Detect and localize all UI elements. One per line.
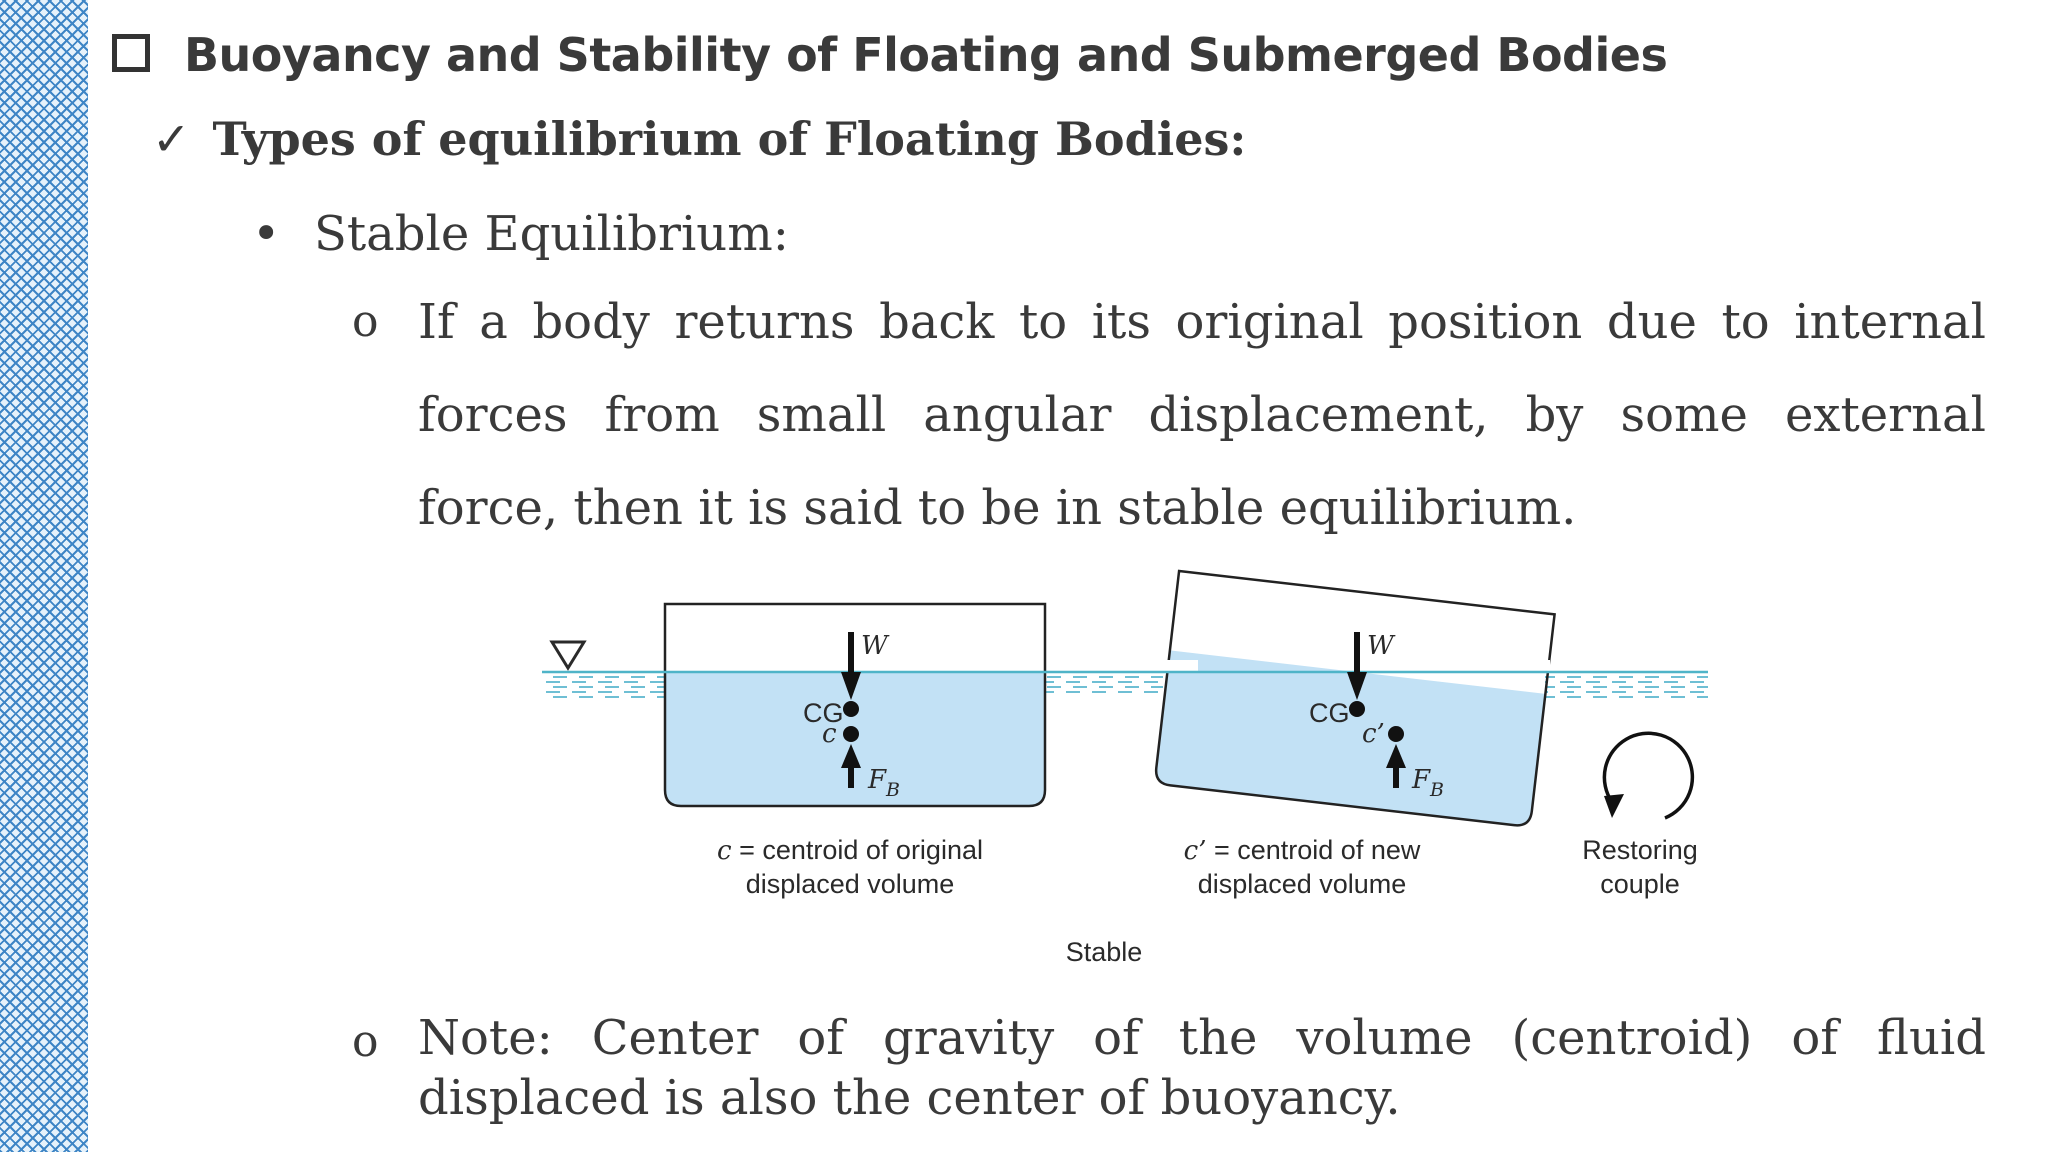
water-surface-dashes-middle xyxy=(1045,673,1163,695)
caption-original-line1: c = centroid of original xyxy=(717,835,983,866)
water-surface-dashes-right xyxy=(1545,673,1708,701)
weight-label-right: W xyxy=(1367,631,1396,661)
centroid-label-right: c’ xyxy=(1362,719,1385,749)
cg-dot-left xyxy=(843,701,859,717)
weight-label-left: W xyxy=(861,631,890,661)
caption-original-line2: displaced volume xyxy=(746,869,955,899)
caption-new-line1: c’ = centroid of new xyxy=(1184,835,1421,866)
water-surface-dashes-left xyxy=(542,673,664,701)
restoring-couple-label-line1: Restoring xyxy=(1582,835,1698,865)
weight-arrow-icon-left xyxy=(841,672,861,700)
cg-dot-right xyxy=(1349,701,1365,717)
floating-body-tilted xyxy=(1154,569,1556,827)
restoring-couple-arrowhead-icon xyxy=(1604,794,1624,818)
paragraph-definition-text: If a body returns back to its original p… xyxy=(418,294,1986,536)
circle-bullet-icon: o xyxy=(352,1016,379,1067)
weight-arrow-icon-right xyxy=(1347,672,1367,700)
buoyancy-label-right: FB xyxy=(1411,765,1444,801)
restoring-couple-arc xyxy=(1602,731,1695,820)
cg-label-right: CG xyxy=(1309,698,1350,728)
checkbox-bullet-icon xyxy=(112,33,150,72)
decorative-side-strip xyxy=(0,0,88,1152)
bullet-stable-equilibrium: • Stable Equilibrium: xyxy=(252,206,789,262)
floating-body-upright xyxy=(663,602,1047,808)
buoyancy-arrow-icon-right xyxy=(1386,744,1406,768)
checkmark-icon: ✓ xyxy=(152,112,191,166)
sub-heading: ✓ Types of equilibrium of Floating Bodies… xyxy=(152,112,1246,166)
buoyancy-arrow-icon-left xyxy=(841,744,861,768)
restoring-couple-label-line2: couple xyxy=(1600,869,1680,899)
centroid-label-left: c xyxy=(822,719,837,749)
heading-text: Buoyancy and Stability of Floating and S… xyxy=(184,28,1668,82)
displaced-volume-new xyxy=(1156,650,1546,826)
paragraph-note-text: Note: Center of gravity of the volume (c… xyxy=(418,1010,1986,1126)
figure-caption: Stable xyxy=(1066,937,1143,967)
free-surface-triangle-icon xyxy=(549,640,587,671)
sub-heading-text: Types of equilibrium of Floating Bodies: xyxy=(212,112,1247,166)
centroid-dot-right xyxy=(1388,726,1404,742)
centroid-dot-left xyxy=(843,726,859,742)
buoyancy-label-left: FB xyxy=(867,765,900,801)
caption-new-line2: displaced volume xyxy=(1198,869,1407,899)
bullet-text: Stable Equilibrium: xyxy=(314,206,789,262)
cg-label-left: CG xyxy=(803,698,844,728)
slide-heading: Buoyancy and Stability of Floating and S… xyxy=(112,28,1668,82)
circle-bullet-icon: o xyxy=(352,296,379,347)
bullet-dot-icon: • xyxy=(252,206,281,262)
